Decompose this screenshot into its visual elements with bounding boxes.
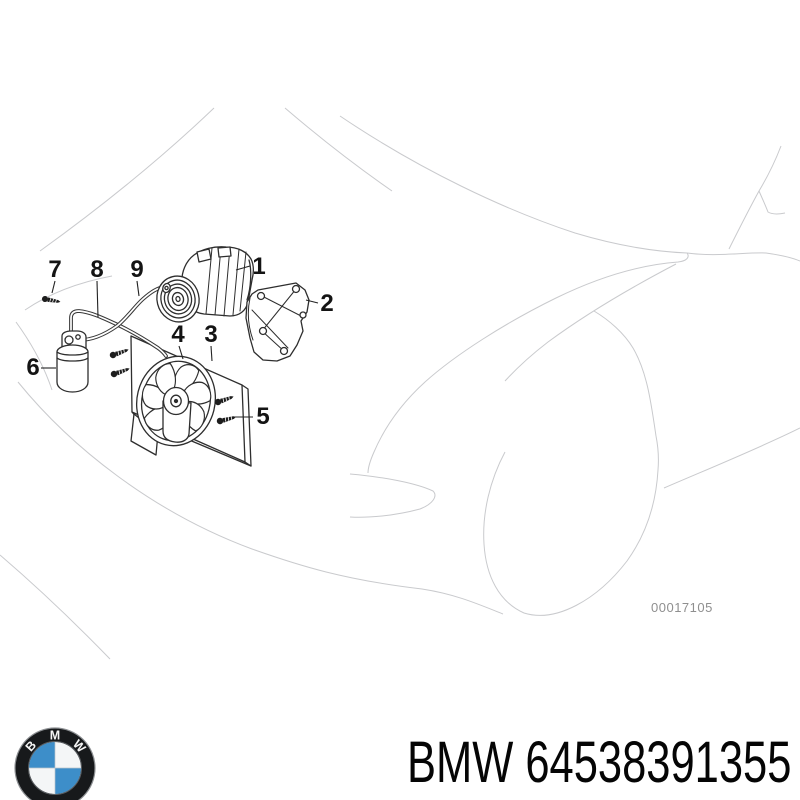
logo-letter-m: M bbox=[50, 729, 60, 743]
fan-hub-center bbox=[173, 398, 179, 404]
callout-leader-lines bbox=[41, 265, 319, 418]
bracket-hole-2 bbox=[291, 284, 301, 294]
bumper-sweep-line bbox=[17, 381, 504, 615]
callout-label-2: 2 bbox=[320, 290, 333, 317]
logo-quadrant-seams bbox=[29, 742, 81, 794]
bracket-hole-1 bbox=[256, 291, 266, 301]
compressor-ribs bbox=[205, 246, 247, 317]
fan-drawing bbox=[135, 355, 217, 447]
compressor-drawing bbox=[156, 246, 255, 323]
callout-label-6: 6 bbox=[26, 354, 39, 381]
front-corner-left-line bbox=[15, 321, 53, 391]
logo-blue-quadrant-topleft bbox=[29, 742, 55, 768]
leader-4 bbox=[178, 345, 184, 360]
fender-top-line bbox=[339, 115, 688, 254]
bumper-beak-outline bbox=[349, 473, 436, 518]
part-number-text: BMW 64538391355 bbox=[407, 730, 791, 794]
wheel-arch-outline bbox=[483, 435, 659, 616]
callout-labels: 1 2 3 4 5 6 7 8 9 bbox=[26, 253, 333, 430]
bracket-drawing bbox=[245, 282, 310, 362]
screw-shroud-right-bottom bbox=[216, 416, 236, 425]
bmw-logo: B M W bbox=[14, 727, 96, 800]
leader-2 bbox=[305, 299, 319, 304]
leader-1 bbox=[235, 265, 251, 271]
leader-9 bbox=[136, 280, 140, 297]
logo-outer-rim bbox=[14, 727, 96, 800]
compressor-end-cap bbox=[246, 259, 252, 301]
fender-crease-above-arch bbox=[593, 310, 657, 437]
bracket-hole-4 bbox=[258, 326, 268, 336]
hose-coupling bbox=[162, 282, 171, 294]
callout-label-4: 4 bbox=[171, 321, 185, 348]
car-body-outline bbox=[0, 107, 800, 660]
bracket-hole-5 bbox=[279, 346, 289, 356]
logo-blue-quadrant-bottomright bbox=[55, 768, 81, 794]
hood-crease-line bbox=[284, 107, 393, 192]
callout-label-3: 3 bbox=[204, 321, 217, 348]
leader-8 bbox=[96, 280, 99, 318]
callout-label-7: 7 bbox=[48, 256, 61, 283]
logo-inner-seam bbox=[28, 741, 82, 795]
front-fender-left-line bbox=[24, 275, 113, 311]
callout-label-5: 5 bbox=[256, 403, 269, 430]
hose-coupling-center bbox=[164, 285, 169, 291]
a-pillar-line bbox=[728, 145, 782, 250]
callout-label-8: 8 bbox=[90, 256, 103, 283]
mirror-outline bbox=[758, 190, 786, 215]
diagram-number: 00017105 bbox=[651, 600, 713, 615]
leader-7 bbox=[51, 280, 56, 294]
shoulder-line bbox=[686, 252, 800, 262]
compressor-mount-lug-left bbox=[196, 248, 212, 263]
shroud-depth-right bbox=[241, 384, 252, 467]
drier-port-large bbox=[64, 335, 74, 345]
receiver-drier-drawing bbox=[56, 330, 89, 393]
callout-label-9: 9 bbox=[130, 256, 143, 283]
bracket-outline bbox=[245, 282, 310, 362]
pipe-to-condenser-core bbox=[70, 310, 167, 357]
hood-edge-parallel-line bbox=[504, 263, 677, 382]
drier-band bbox=[56, 357, 89, 362]
drier-port-small bbox=[75, 334, 81, 340]
bracket-hole-3 bbox=[299, 311, 307, 319]
drier-cylinder bbox=[56, 344, 89, 393]
screw-shroud-right-top bbox=[214, 396, 234, 406]
screw-fitting-7 bbox=[41, 295, 61, 303]
drier-top-rim bbox=[56, 351, 89, 356]
rocker-line bbox=[663, 427, 800, 489]
bumper-corner-line bbox=[0, 554, 111, 660]
hood-gap-left-line bbox=[39, 107, 215, 252]
callout-label-1: 1 bbox=[252, 253, 265, 280]
pipes-drawing bbox=[69, 285, 168, 358]
fan-hub-inner bbox=[170, 394, 182, 408]
screw-shroud-left-bottom bbox=[110, 368, 130, 378]
leader-3 bbox=[210, 345, 213, 362]
screw-shroud-left-top bbox=[109, 349, 129, 359]
hood-tip-lower-edge bbox=[367, 252, 689, 474]
bracket-web-lines bbox=[247, 288, 304, 353]
compressor-mount-lug-right bbox=[217, 246, 232, 258]
pipe-to-compressor-core bbox=[79, 286, 165, 341]
screws bbox=[41, 295, 236, 425]
